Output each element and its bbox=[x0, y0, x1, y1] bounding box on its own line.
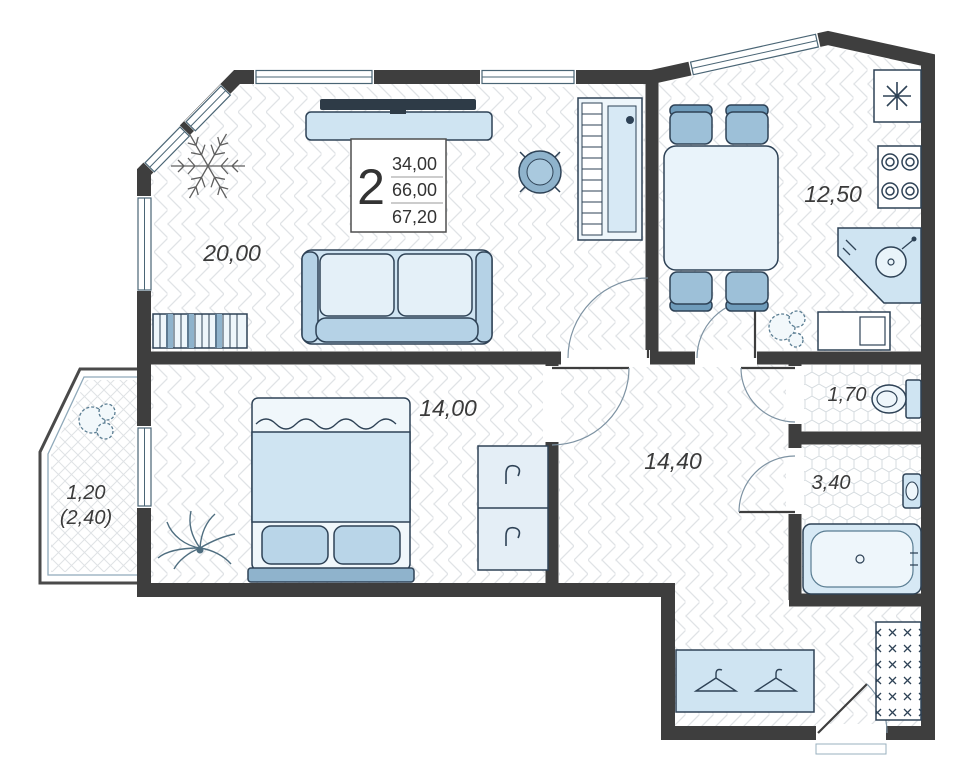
under-counter-appliance bbox=[817, 311, 891, 351]
dining-table-set bbox=[663, 104, 779, 312]
freezer-icon bbox=[883, 82, 911, 110]
fridge-freezer bbox=[873, 69, 922, 123]
tv-stand bbox=[305, 111, 493, 141]
bedroom-area-label: 14,00 bbox=[419, 395, 477, 421]
bathtub bbox=[802, 523, 922, 595]
window-left bbox=[135, 196, 154, 291]
hallway-floor bbox=[559, 365, 921, 726]
kitchen-furniture bbox=[663, 69, 922, 351]
window-top-right bbox=[688, 32, 821, 77]
window-top-1 bbox=[254, 67, 374, 87]
balcony-floor bbox=[51, 380, 146, 572]
bedroom-furniture bbox=[157, 397, 549, 583]
round-chair bbox=[518, 150, 562, 194]
bedroom-plant bbox=[157, 510, 236, 570]
floors bbox=[151, 46, 921, 726]
kitchen-area-label: 12,50 bbox=[804, 181, 862, 207]
hanger-hook-icon bbox=[505, 464, 521, 484]
hallway-area-label: 14,40 bbox=[644, 448, 702, 474]
sofa bbox=[301, 249, 493, 345]
wc-fixtures bbox=[871, 379, 922, 419]
living-room-area-label: 20,00 bbox=[202, 240, 261, 266]
balcony-door bbox=[135, 426, 154, 508]
stove bbox=[877, 145, 922, 209]
entrance-threshold bbox=[815, 743, 887, 755]
living-area-value: 34,00 bbox=[392, 154, 437, 174]
balcony-glazing-outer bbox=[38, 367, 144, 585]
coat-rack bbox=[675, 649, 815, 713]
hallway-furniture bbox=[675, 621, 922, 721]
wardrobe bbox=[477, 445, 549, 571]
hanger-hook-icon bbox=[505, 526, 521, 546]
balcony-plant bbox=[78, 403, 116, 440]
doormat bbox=[875, 621, 922, 721]
bookshelf bbox=[152, 313, 248, 349]
outer-walls bbox=[137, 30, 935, 740]
washbasin bbox=[902, 473, 922, 509]
kitchen-plant bbox=[768, 310, 806, 348]
wc-area-label: 1,70 bbox=[828, 384, 867, 406]
balcony bbox=[38, 367, 146, 585]
bathroom-area-label: 3,40 bbox=[812, 472, 851, 494]
balcony-glazing-inner bbox=[47, 376, 144, 576]
hanger-icon bbox=[753, 668, 799, 692]
window-chamfer-1 bbox=[143, 125, 192, 174]
summary-card: 2 34,00 66,00 67,20 bbox=[350, 138, 447, 233]
toilet bbox=[871, 379, 922, 419]
bed bbox=[247, 397, 415, 583]
corner-sink-unit bbox=[837, 227, 922, 304]
bathroom-fixtures bbox=[802, 473, 922, 595]
rooms-count: 2 bbox=[357, 159, 385, 215]
tv bbox=[320, 99, 476, 110]
hanger-icon bbox=[693, 668, 739, 692]
windows bbox=[135, 32, 821, 508]
living-room-furniture bbox=[152, 97, 643, 349]
window-top-2 bbox=[480, 67, 576, 87]
total-area-value: 67,20 bbox=[392, 207, 437, 227]
room-labels: 20,00 12,50 14,00 14,40 1,70 3,40 1,20 (… bbox=[60, 181, 867, 529]
apartment-area-value: 66,00 bbox=[392, 180, 437, 200]
window-chamfer-2 bbox=[184, 84, 233, 133]
wall-openings bbox=[543, 350, 886, 742]
tv-mount bbox=[390, 110, 406, 114]
balcony-area-secondary-label: (2,40) bbox=[60, 507, 112, 529]
piano bbox=[577, 97, 643, 241]
summary-card-box bbox=[350, 138, 447, 233]
balcony-area-label: 1,20 bbox=[67, 482, 106, 504]
